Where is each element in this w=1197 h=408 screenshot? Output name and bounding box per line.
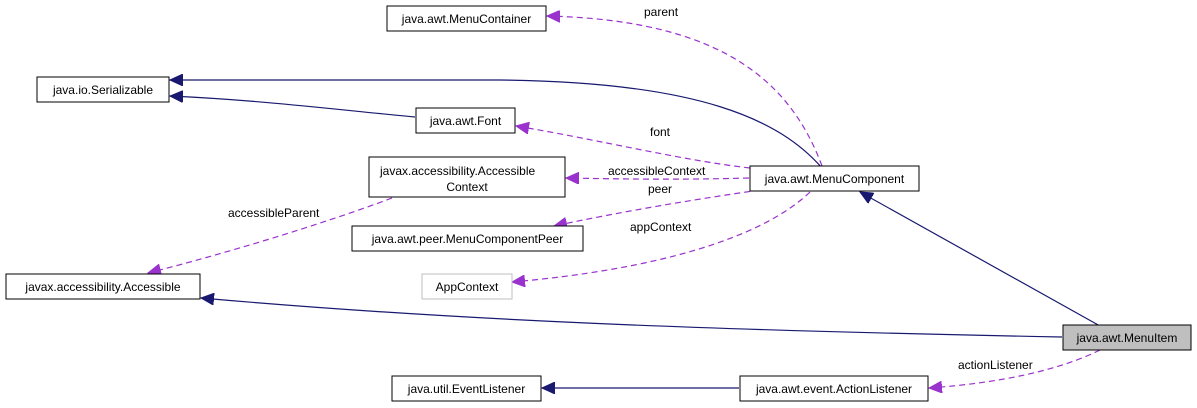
node-menuitem[interactable]: java.awt.MenuItem [1062, 324, 1192, 351]
edge-menuitem-menucomponent [860, 192, 1101, 327]
edge-peer [554, 189, 761, 226]
node-peer[interactable]: java.awt.peer.MenuComponentPeer [351, 225, 584, 252]
label-parent: parent [644, 5, 679, 19]
node-serializable[interactable]: java.io.Serializable [36, 76, 170, 103]
label-font: font [650, 125, 671, 139]
edge-menuitem-accessible [201, 298, 1063, 338]
node-menucomponent-label: java.awt.MenuComponent [764, 172, 905, 186]
node-eventlistener-label: java.util.EventListener [407, 382, 525, 396]
node-menucomponent[interactable]: java.awt.MenuComponent [749, 165, 920, 192]
label-accessiblecontext: accessibleContext [608, 164, 706, 178]
node-accessiblecontext[interactable]: javax.accessibility.Accessible Context [368, 156, 566, 198]
node-font[interactable]: java.awt.Font [415, 107, 516, 134]
node-appcontext-label: AppContext [436, 280, 499, 294]
node-actionlistener[interactable]: java.awt.event.ActionListener [739, 375, 929, 402]
node-actionlistener-label: java.awt.event.ActionListener [755, 382, 912, 396]
node-appcontext[interactable]: AppContext [421, 273, 513, 300]
node-eventlistener[interactable]: java.util.EventListener [391, 375, 542, 402]
edge-accessibleparent [148, 197, 393, 273]
node-accessible-label: javax.accessibility.Accessible [24, 280, 180, 294]
edge-parent [547, 16, 823, 167]
label-actionlistener: actionListener [958, 358, 1033, 372]
label-appcontext: appContext [630, 220, 692, 234]
node-serializable-label: java.io.Serializable [52, 83, 153, 97]
node-menuitem-label: java.awt.MenuItem [1076, 331, 1178, 345]
node-peer-label: java.awt.peer.MenuComponentPeer [371, 232, 563, 246]
node-accessiblecontext-label-2: Context [446, 180, 488, 194]
node-menucontainer-label: java.awt.MenuContainer [401, 12, 531, 26]
label-peer: peer [648, 182, 672, 196]
label-accessibleparent: accessibleParent [228, 206, 320, 220]
edge-font [516, 126, 751, 169]
edge-accessiblecontext [566, 178, 750, 179]
edge-font-serializable [170, 96, 416, 118]
edge-actionlistener [929, 349, 1101, 388]
edge-appcontext [512, 191, 811, 282]
node-font-label: java.awt.Font [429, 114, 502, 128]
node-accessible[interactable]: javax.accessibility.Accessible [5, 273, 201, 300]
node-menucontainer[interactable]: java.awt.MenuContainer [386, 5, 547, 32]
node-accessiblecontext-label-1: javax.accessibility.Accessible [379, 164, 535, 178]
edge-menucomponent-serializable [170, 80, 823, 169]
